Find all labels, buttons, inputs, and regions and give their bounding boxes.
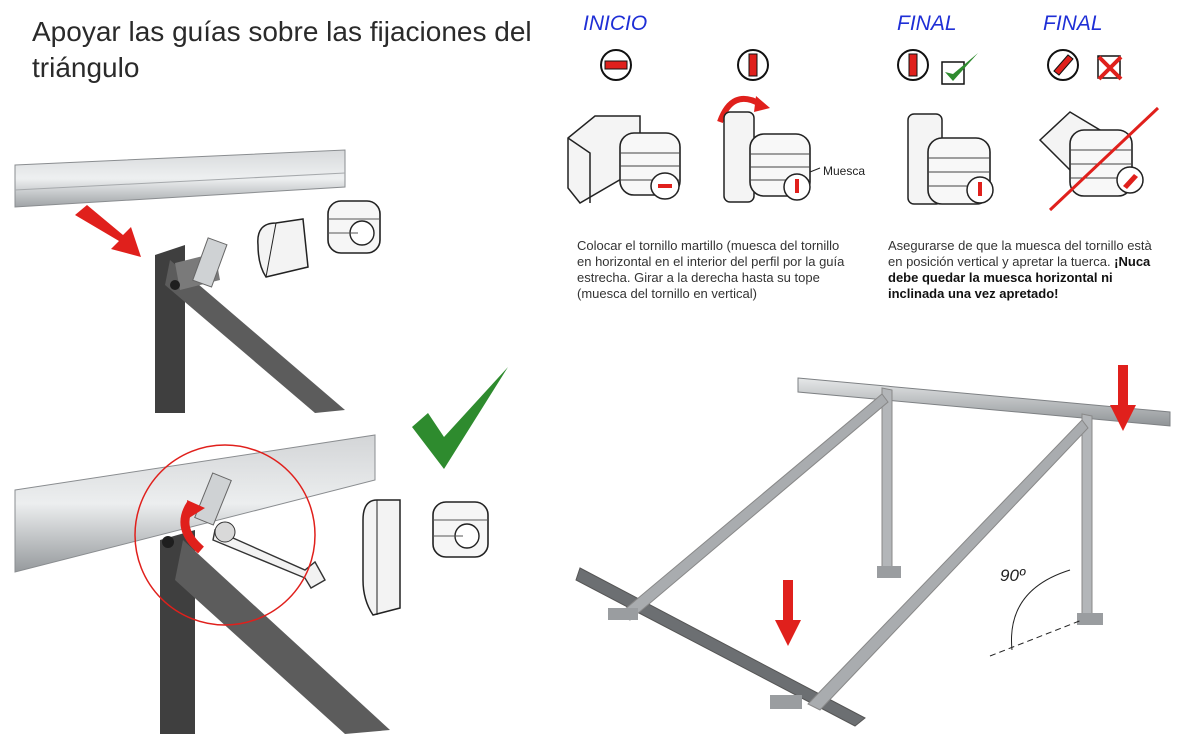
down-arrow-icon	[1110, 365, 1136, 431]
down-arrow-icon-front	[775, 580, 801, 646]
rail-mounting-illustration	[14, 149, 346, 413]
bolt-rotating-illustration	[717, 96, 821, 203]
final-label-ok: FINAL	[897, 12, 957, 35]
caption-tighten-normal: Asegurarse de que la muesca del tornillo…	[888, 238, 1152, 269]
bolt-tightened-parts-illustration	[362, 499, 489, 616]
vertical-circle-icon-final	[897, 49, 929, 81]
bolt-horizontal-illustration	[567, 115, 681, 204]
caption-tighten-warning: ¡Nuca debe quedar la muesca horizontal n…	[888, 254, 1151, 301]
tightening-illustration	[14, 434, 390, 734]
final-label-wrong: FINAL	[1043, 12, 1103, 35]
minus-circle-icon	[600, 49, 632, 81]
cross-box-icon	[1097, 55, 1123, 81]
check-icon-large	[412, 367, 508, 469]
angle-label: 90º	[1000, 566, 1026, 585]
inicio-label: INICIO	[583, 12, 648, 35]
caption-tighten-nut: Asegurarse de que la muesca del tornillo…	[888, 238, 1166, 302]
caption-insert-bolt: Colocar el tornillo martillo (muesca del…	[577, 238, 845, 301]
page-title: Apoyar las guías sobre las fijaciones de…	[32, 16, 532, 83]
rotate-arrow-icon	[180, 500, 205, 554]
down-right-arrow-icon	[75, 205, 141, 257]
bolt-final-wrong-illustration	[1038, 106, 1160, 212]
diagonal-circle-icon	[1047, 49, 1079, 81]
check-icon	[941, 53, 978, 85]
bolt-final-correct-illustration	[907, 113, 994, 205]
bolt-parts-illustration	[257, 200, 381, 278]
vertical-circle-icon	[737, 49, 769, 81]
triangle-frame-illustration	[575, 377, 1171, 727]
muesca-label: Muesca	[823, 164, 866, 178]
